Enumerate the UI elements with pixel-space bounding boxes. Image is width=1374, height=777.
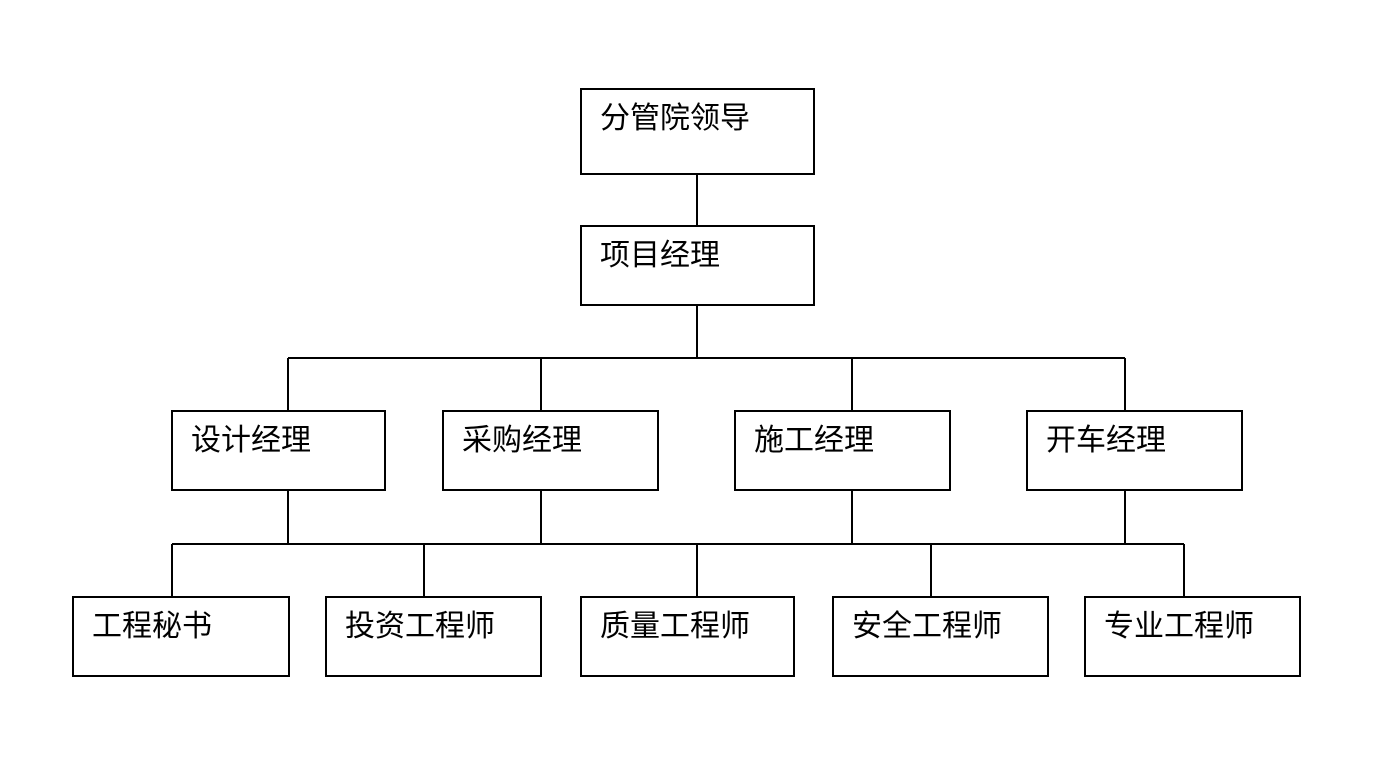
node-specialist-engineer: 专业工程师 bbox=[1084, 596, 1301, 677]
node-quality-engineer-label: 质量工程师 bbox=[600, 609, 750, 644]
node-design-manager-label: 设计经理 bbox=[191, 423, 311, 458]
node-quality-engineer: 质量工程师 bbox=[580, 596, 795, 677]
node-safety-engineer-label: 安全工程师 bbox=[852, 609, 1002, 644]
node-construction-manager-label: 施工经理 bbox=[754, 423, 874, 458]
node-project-manager: 项目经理 bbox=[580, 225, 815, 306]
node-construction-manager: 施工经理 bbox=[734, 410, 951, 491]
node-design-manager: 设计经理 bbox=[171, 410, 386, 491]
node-engineering-secretary-label: 工程秘书 bbox=[92, 609, 212, 644]
node-engineering-secretary: 工程秘书 bbox=[72, 596, 290, 677]
node-specialist-engineer-label: 专业工程师 bbox=[1104, 609, 1254, 644]
node-project-manager-label: 项目经理 bbox=[600, 238, 720, 273]
node-startup-manager: 开车经理 bbox=[1026, 410, 1243, 491]
node-procurement-manager-label: 采购经理 bbox=[462, 423, 582, 458]
node-procurement-manager: 采购经理 bbox=[442, 410, 659, 491]
node-investment-engineer-label: 投资工程师 bbox=[345, 609, 495, 644]
node-leader: 分管院领导 bbox=[580, 88, 815, 175]
node-startup-manager-label: 开车经理 bbox=[1046, 423, 1166, 458]
node-investment-engineer: 投资工程师 bbox=[325, 596, 542, 677]
node-leader-label: 分管院领导 bbox=[600, 101, 750, 136]
node-safety-engineer: 安全工程师 bbox=[832, 596, 1049, 677]
